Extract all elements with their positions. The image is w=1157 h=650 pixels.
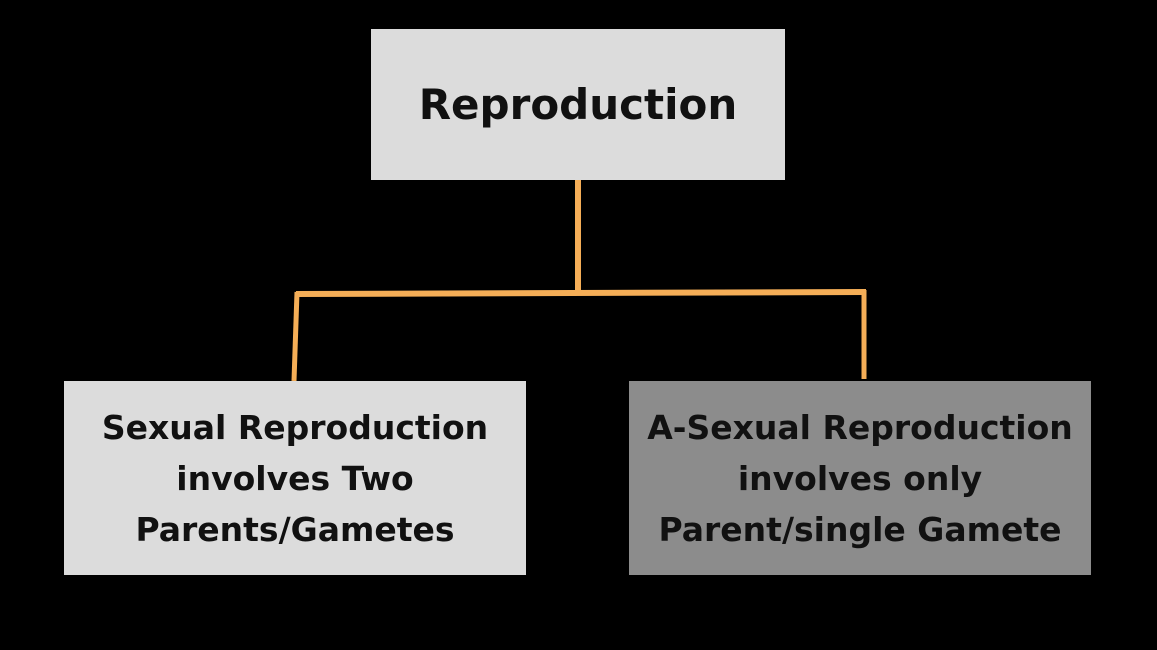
child-node-label-sexual: Sexual Reproduction involves Two Parents… — [101, 407, 489, 549]
connector-left-drop — [291, 291, 300, 382]
connector-horizontal-bar — [295, 289, 867, 297]
child-node-asexual-reproduction: A-Sexual Reproduction involves only Pare… — [629, 381, 1091, 575]
root-node-label: Reproduction — [418, 80, 738, 129]
child-node-label-asexual: A-Sexual Reproduction involves only Pare… — [647, 407, 1073, 549]
root-node-reproduction: Reproduction — [371, 29, 785, 180]
child-node-sexual-reproduction: Sexual Reproduction involves Two Parents… — [64, 381, 526, 575]
